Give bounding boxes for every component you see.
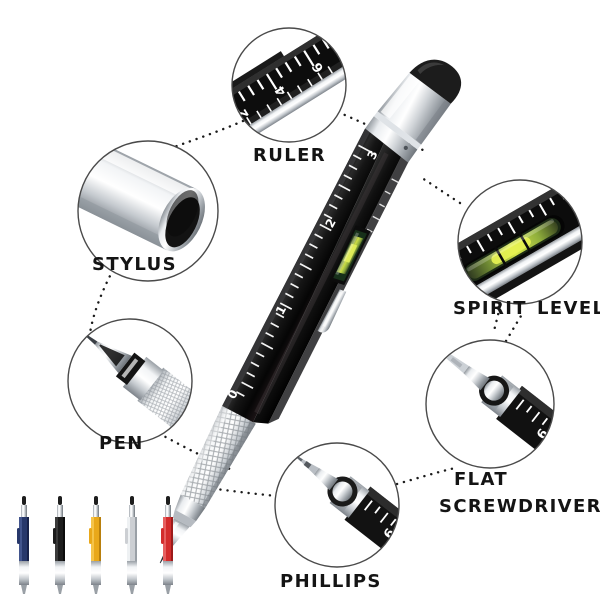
connector-level-down: [492, 298, 503, 333]
callout-label-ruler: Ruler: [253, 138, 326, 167]
pen-grip-knurled: [180, 405, 256, 508]
callout-ruler-circle[interactable]: 2 4 6: [216, 17, 365, 148]
callout-spirit-level-circle[interactable]: [436, 171, 600, 314]
pen-upper-collar: [365, 111, 422, 163]
callout-flat-screwdriver-circle[interactable]: 6: [425, 330, 567, 469]
callout-label-pen: Pen: [99, 426, 144, 455]
connector-pen: [151, 428, 234, 472]
variant-navy-blue[interactable]: [17, 496, 29, 594]
callout-label-flat-screwdriver: FlatScrewdriver: [439, 462, 600, 517]
connector-stylus: [88, 268, 115, 335]
connector-flat: [504, 314, 523, 343]
pen-ruler-barrel: 0 1 2 3: [222, 128, 409, 424]
flat-label-line1: Flat: [454, 462, 509, 491]
variant-silver[interactable]: [125, 496, 137, 594]
callout-phillips-circle[interactable]: 6: [274, 437, 414, 568]
callout-label-phillips: Phillips: [280, 564, 382, 593]
variant-gold[interactable]: [89, 496, 101, 594]
connector-phillips-left: [214, 487, 279, 498]
variant-red[interactable]: [161, 496, 173, 594]
callout-label-spirit-level: Spirit Level: [453, 291, 600, 320]
pen-lower-collar: [172, 494, 206, 528]
pen-stylus-barrel: [377, 72, 451, 145]
ruler-ticks: [236, 144, 371, 397]
spirit-level-window: [329, 225, 371, 286]
color-variants-row: [17, 496, 173, 594]
pen-pocket-clip: [317, 289, 347, 333]
flat-label-line2: Screwdriver: [439, 488, 600, 518]
variant-black[interactable]: [53, 496, 65, 594]
callout-label-stylus: Stylus: [92, 247, 177, 276]
stylus-rubber-tip: [409, 59, 462, 104]
callout-stylus-circle[interactable]: [66, 140, 219, 282]
